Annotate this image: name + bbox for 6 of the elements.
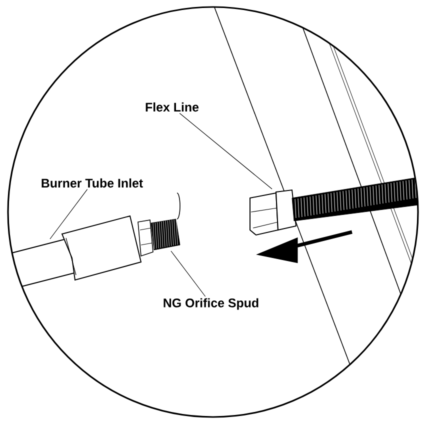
part-label: NG Orifice Spud	[164, 298, 258, 310]
leader-line	[170, 250, 206, 297]
part-label: Flex Line	[146, 102, 199, 112]
leader-line	[50, 188, 88, 240]
part-label: Burner Tube Inlet	[42, 178, 143, 188]
leader-line	[179, 112, 272, 190]
